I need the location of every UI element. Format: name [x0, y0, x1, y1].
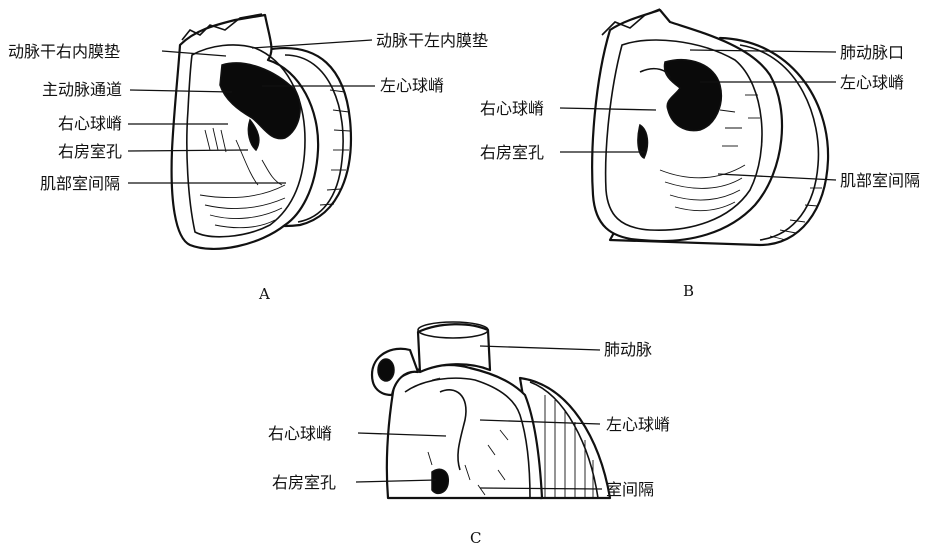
label-b-pulmonary-orifice: 肺动脉口: [840, 43, 904, 62]
label-c-right-bulbar-ridge: 右心球嵴: [268, 424, 332, 443]
label-c-pulmonary-artery: 肺动脉: [604, 340, 652, 359]
panel-b-letter: B: [683, 282, 694, 300]
label-c-septum: 室间隔: [606, 480, 654, 499]
panel-b-drawing: [592, 9, 828, 245]
panel-a-drawing: [172, 14, 351, 249]
label-b-right-av-orifice: 右房室孔: [480, 143, 544, 162]
label-a-muscular-septum: 肌部室间隔: [40, 174, 120, 193]
label-a-right-bulbar-ridge: 右心球嵴: [58, 114, 122, 133]
label-c-left-bulbar-ridge: 左心球嵴: [606, 415, 670, 434]
label-c-right-av-orifice: 右房室孔: [272, 473, 336, 492]
label-a-right-av-orifice: 右房室孔: [58, 142, 122, 161]
label-a-left-conus-cushion: 动脉干左内膜垫: [376, 31, 488, 50]
panel-a-letter: A: [258, 285, 270, 303]
label-b-right-bulbar-ridge: 右心球嵴: [480, 99, 544, 118]
panel-c-body: [387, 365, 542, 498]
label-a-aortic-channel: 主动脉通道: [42, 80, 122, 99]
label-a-left-bulbar-ridge: 左心球嵴: [380, 76, 444, 95]
label-b-muscular-septum: 肌部室间隔: [840, 171, 920, 190]
label-b-left-bulbar-ridge: 左心球嵴: [840, 73, 904, 92]
panel-c-left-vessel-lumen: [378, 359, 394, 381]
label-a-right-conus-cushion: 动脉干右内膜垫: [8, 42, 120, 61]
panel-c-pulmonary-artery: [418, 324, 490, 372]
panel-c-right-av-dark: [432, 469, 448, 493]
panel-c-letter: C: [470, 529, 481, 547]
panel-c-drawing: [372, 322, 610, 498]
